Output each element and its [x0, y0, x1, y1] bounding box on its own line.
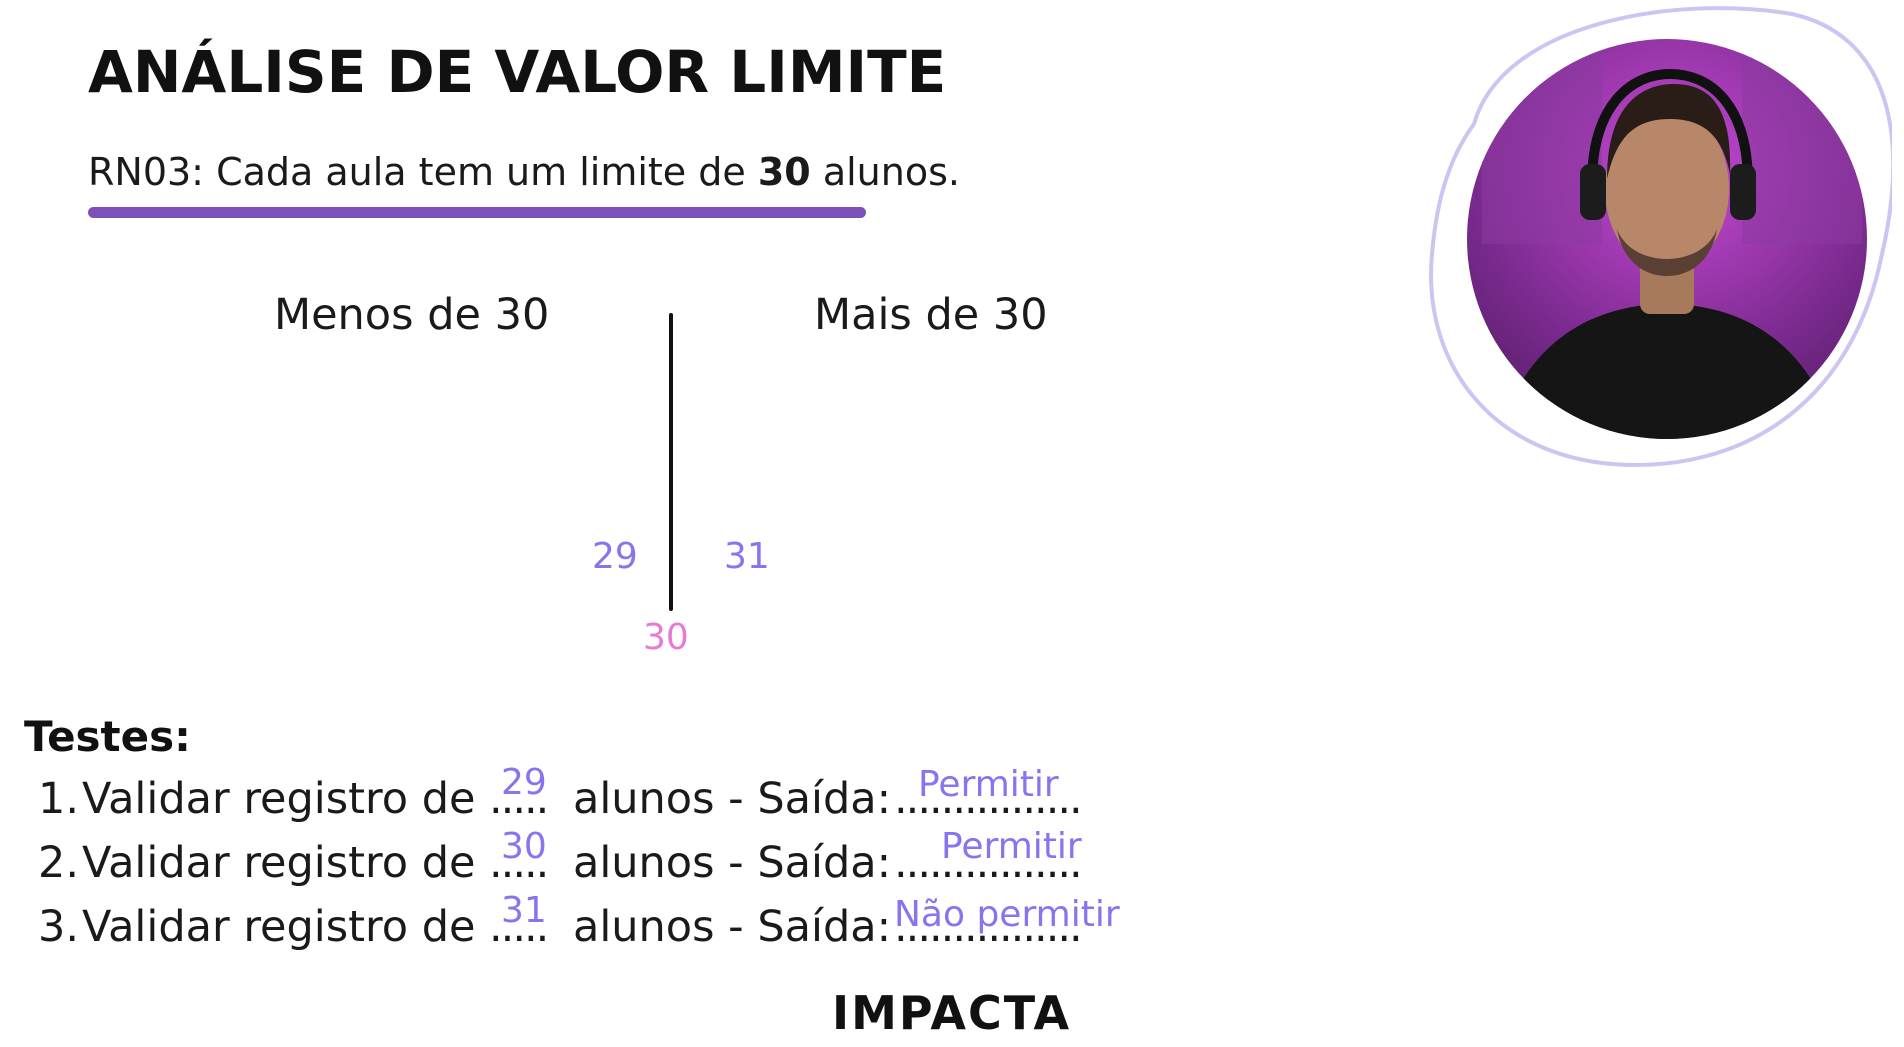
business-rule-value: 30: [757, 150, 811, 194]
test-output-handwritten: Não permitir: [894, 894, 1120, 935]
title-underline-bar: [88, 207, 866, 218]
test-description: Validar registro de: [82, 902, 476, 952]
test-output-blank: ................: [894, 902, 1083, 952]
test-output-handwritten: Permitir: [918, 764, 1059, 805]
above-limit-label: Mais de 30: [814, 290, 1048, 340]
test-value-handwritten: 30: [501, 826, 547, 867]
test-output-blank: ................: [894, 838, 1083, 888]
test-index: 1.: [38, 774, 80, 824]
test-output-label: alunos - Saída:: [573, 838, 892, 888]
test-value-handwritten: 31: [501, 890, 547, 931]
business-rule: RN03: Cada aula tem um limite de 30 alun…: [88, 150, 960, 194]
test-output-label: alunos - Saída:: [573, 774, 892, 824]
business-rule-text: RN03: Cada aula tem um limite de: [88, 150, 758, 194]
test-value-handwritten: 29: [501, 762, 547, 803]
test-description: Validar registro de: [82, 774, 476, 824]
test-description: Validar registro de: [82, 838, 476, 888]
test-index: 2.: [38, 838, 80, 888]
test-value-blank: .....: [489, 902, 549, 952]
presenter-webcam-icon: [1429, 6, 1892, 467]
impacta-logo: IMPACTA: [832, 986, 1072, 1040]
test-index: 3.: [38, 902, 80, 952]
above-limit-annotation: 31: [724, 536, 770, 577]
test-value-blank: .....: [489, 774, 549, 824]
below-limit-annotation: 29: [592, 536, 638, 577]
test-output-label: alunos - Saída:: [573, 902, 892, 952]
slide-title: ANÁLISE DE VALOR LIMITE: [88, 38, 947, 106]
boundary-line: [669, 313, 673, 611]
test-output-handwritten: Permitir: [941, 826, 1082, 867]
below-limit-label: Menos de 30: [274, 290, 550, 340]
tests-heading: Testes:: [24, 712, 191, 761]
test-output-blank: ................: [894, 774, 1083, 824]
business-rule-suffix: alunos.: [810, 150, 960, 194]
limit-annotation: 30: [643, 617, 689, 658]
test-value-blank: .....: [489, 838, 549, 888]
